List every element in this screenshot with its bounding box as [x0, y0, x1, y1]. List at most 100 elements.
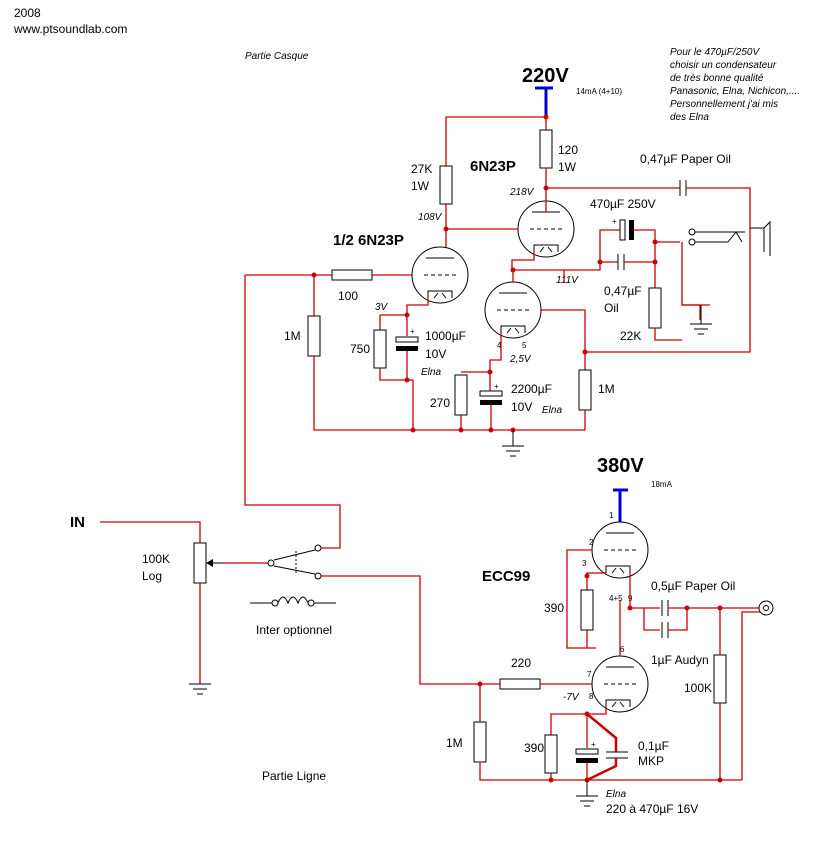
label-c2200: 2200µF — [511, 382, 552, 396]
note-line: Personnellement j'ai mis — [670, 99, 778, 110]
ground-symbol — [502, 430, 524, 457]
label-c1000-brand: Elna — [421, 367, 441, 378]
wire — [654, 328, 682, 341]
label-c01-type: MKP — [638, 754, 664, 768]
label-pot: 100K — [142, 552, 170, 566]
label-tube-t2: 6N23P — [470, 158, 516, 175]
wire-output-return — [741, 611, 760, 780]
label-r220: 220 — [511, 656, 531, 670]
cap-2200uf-pos — [479, 390, 503, 397]
resistor-390-lower — [544, 734, 558, 774]
resistor-220 — [499, 678, 541, 690]
section-line-label: Partie Ligne — [262, 769, 326, 783]
label-c047-oil-type: Oil — [604, 301, 619, 315]
label-v218: 218V — [509, 187, 535, 198]
label-pin45: 4+5 — [609, 594, 623, 603]
note-line: Panasonic, Elna, Nichicon,.... — [670, 86, 800, 97]
wire — [550, 713, 587, 735]
section-headphone-label: Partie Casque — [245, 51, 309, 62]
wire-ground-bus-bottom — [479, 762, 742, 781]
label-pin7: 7 — [587, 670, 592, 679]
wire — [686, 187, 751, 232]
label-pot-taper: Log — [142, 569, 162, 583]
junction — [410, 427, 416, 433]
wire — [586, 572, 606, 576]
wire — [668, 608, 688, 631]
label-c2200-voltage: 10V — [511, 400, 532, 414]
tube-6n23p-half — [411, 246, 469, 304]
label-pin5: 5 — [522, 341, 527, 350]
wire-ground-bus-top — [313, 356, 585, 431]
cap-polarity: + — [591, 740, 596, 749]
junction — [543, 114, 549, 120]
label-inter-optionnel: Inter optionnel — [256, 623, 332, 637]
resistor-390-upper — [580, 589, 594, 631]
wire-feedback — [585, 232, 751, 353]
wire-bypass — [586, 758, 618, 782]
resistor-1m-line — [473, 721, 487, 763]
headphone-jack — [688, 220, 771, 256]
label-cbot-brand: Elna — [606, 789, 626, 800]
label-pin8: 8 — [589, 692, 594, 701]
header-year: 2008 — [14, 6, 41, 20]
label-c1000-voltage: 10V — [425, 347, 446, 361]
resistor-100 — [331, 269, 373, 281]
label-r1m-line: 1M — [446, 736, 463, 750]
wire-lower-grid — [541, 309, 586, 370]
supply-bottom-current: 18mA — [651, 480, 673, 489]
label-v25: 2,5V — [509, 354, 532, 365]
junction — [548, 777, 554, 783]
rca-output-jack — [758, 600, 774, 616]
label-c01: 0,1µF — [638, 739, 669, 753]
tube-ecc99-upper — [591, 521, 649, 579]
label-r270: 270 — [430, 396, 450, 410]
junction — [458, 427, 464, 433]
tube-ecc99-lower — [591, 655, 649, 713]
ground-symbol — [576, 780, 598, 807]
resistor-270 — [454, 374, 468, 416]
wire-c470-in — [564, 229, 620, 271]
label-tube-t1: 1/2 6N23P — [333, 232, 404, 249]
note-line: des Elna — [670, 112, 709, 123]
wire-lower-link — [513, 269, 565, 282]
ground-symbol — [189, 683, 211, 695]
label-r100k: 100K — [684, 681, 712, 695]
label-c05-paper-oil: 0,5µF Paper Oil — [651, 579, 735, 593]
cap-1000uf-neg — [396, 346, 418, 351]
cap-polarity: + — [494, 382, 499, 391]
label-c047-paper-oil: 0,47µF Paper Oil — [640, 152, 731, 166]
label-input: IN — [70, 514, 85, 531]
cap-470uf-pos — [619, 219, 626, 241]
label-c047-oil: 0,47µF — [604, 284, 642, 298]
resistor-100k — [713, 654, 727, 704]
label-c2200-brand: Elna — [542, 405, 562, 416]
cap-1000uf-pos — [395, 336, 419, 343]
supply-top-voltage: 220V — [522, 65, 569, 87]
resistor-120 — [539, 129, 553, 169]
label-pin4: 4 — [497, 341, 502, 350]
resistor-22k — [648, 287, 662, 329]
label-pin6: 6 — [620, 645, 625, 654]
optional-inductor-icon — [250, 596, 336, 607]
label-pin2: 2 — [589, 538, 594, 547]
label-r27k-watt: 1W — [411, 179, 430, 193]
label-c470: 470µF 250V — [590, 197, 656, 211]
label-r120: 120 — [558, 143, 578, 157]
cap-polarity: + — [612, 217, 617, 226]
ground-symbol — [690, 305, 712, 335]
wire-input — [100, 521, 201, 543]
pot-wiper-arrow — [206, 559, 213, 567]
label-tube-t3: ECC99 — [482, 568, 530, 585]
label-r390-lower: 390 — [524, 741, 544, 755]
wire-lower-cathode — [489, 333, 502, 372]
cap-220uf-neg — [576, 758, 598, 763]
wire-to-headphone-section — [244, 275, 341, 549]
cap-2200uf-neg — [480, 400, 502, 405]
label-vm7: -7V — [563, 692, 580, 703]
supply-top-current: 14mA (4+10) — [576, 87, 622, 96]
label-pin1: 1 — [609, 511, 614, 520]
header-site: www.ptsoundlab.com — [13, 22, 127, 36]
wire — [379, 368, 413, 381]
label-r22k: 22K — [620, 329, 641, 343]
